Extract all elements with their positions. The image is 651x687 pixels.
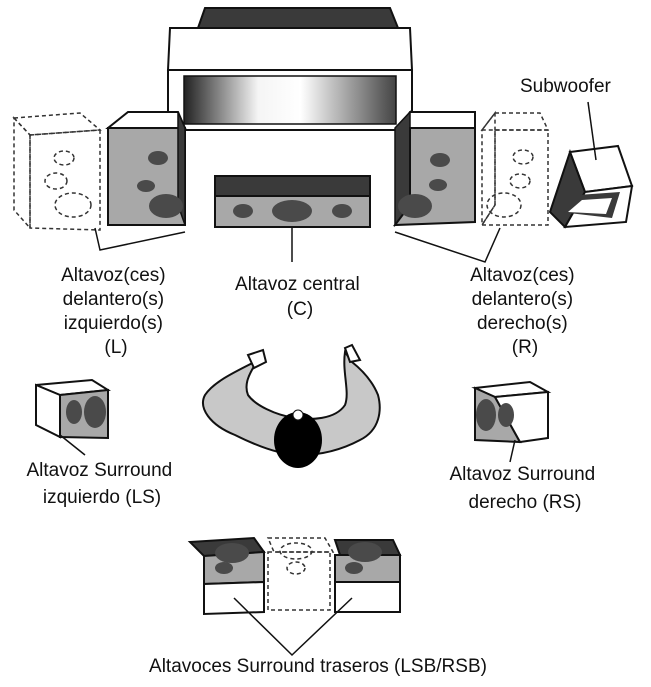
- front-left-alt-speaker-icon: [12, 112, 102, 231]
- front-left-speaker-icon: [105, 111, 187, 226]
- label-surround-back: Altavoces Surround traseros (LSB/RSB): [149, 656, 487, 677]
- subwoofer-icon: [548, 144, 634, 229]
- tv-icon: [166, 7, 414, 131]
- surround-back-leader-line: [233, 597, 353, 657]
- label-front-left: Altavoz(ces) delantero(s) izquierdo(s) (…: [61, 265, 171, 358]
- subwoofer-leader-line: [587, 101, 597, 161]
- front-left-leader-line: [94, 227, 186, 251]
- label-surround-right: Altavoz Surround derecho (RS): [449, 464, 600, 513]
- surround-left-speaker-icon: [35, 378, 111, 440]
- label-subwoofer: Subwoofer: [520, 76, 612, 97]
- surround-back-left-speaker-icon: [187, 536, 266, 616]
- label-front-right: Altavoz(ces) delantero(s) derecho(s) (R): [470, 265, 580, 358]
- front-right-alt-speaker-icon: [480, 110, 550, 228]
- front-right-speaker-icon: [392, 110, 476, 228]
- listener-person-icon: [202, 343, 381, 468]
- surround-right-leader-line: [509, 439, 516, 463]
- label-center: Altavoz central (C): [235, 274, 365, 320]
- surround-left-leader-line: [59, 434, 86, 456]
- surround-back-center-alt-speaker-icon: [266, 537, 335, 611]
- leader-lines: [59, 101, 597, 657]
- center-speaker-icon: [214, 175, 371, 228]
- front-right-leader-line: [394, 227, 501, 263]
- label-surround-left: Altavoz Surround izquierdo (LS): [26, 460, 177, 508]
- surround-right-speaker-icon: [471, 380, 552, 444]
- surround-back-right-speaker-icon: [333, 539, 402, 613]
